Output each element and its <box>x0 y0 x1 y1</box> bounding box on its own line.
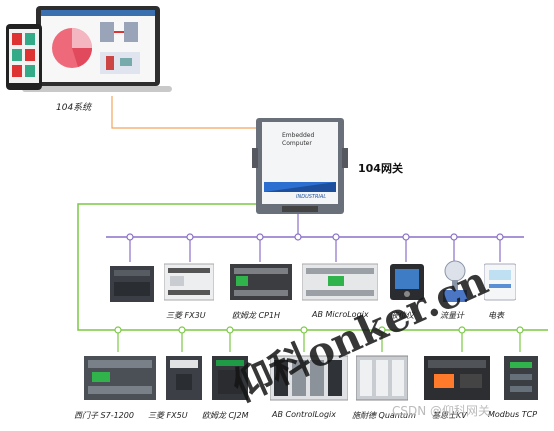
upper-label-micrologix: AB MicroLogix <box>312 310 369 319</box>
lower-label-controllogix: AB ControlLogix <box>272 410 336 419</box>
gateway-text-line1: Embedded <box>282 132 315 139</box>
upper-device-flowmeter <box>440 260 470 304</box>
upper-label-power: 电表 <box>488 311 504 320</box>
lower-label-s7-1200: 西门子 S7-1200 <box>74 411 134 420</box>
upper-device-plc <box>110 262 154 302</box>
lower-label-quantum: 施耐德 Quantum <box>352 411 416 420</box>
lower-device-s7-1200 <box>84 352 156 402</box>
upper-device-micrologix <box>301 262 379 302</box>
upper-label-cp1h: 欧姆龙 CP1H <box>232 311 281 320</box>
upper-label-fx3u: 三菱 FX3U <box>166 311 206 320</box>
upper-device-level-meter <box>390 262 424 302</box>
lower-label-modbus-tcp: Modbus TCP <box>488 410 538 419</box>
gateway-device: Embedded Computer INDUSTRIAL <box>252 118 348 214</box>
gateway-brand: INDUSTRIAL <box>296 194 327 200</box>
lower-device-cj2m <box>212 352 248 402</box>
csdn-credit: CSDN @仰科网关 <box>392 404 491 418</box>
lower-label-fx5u: 三菱 FX5U <box>148 411 188 420</box>
lower-device-modbus-tcp <box>504 352 538 402</box>
lower-label-kv: 基恩士KV <box>432 411 467 420</box>
lower-label-cj2m: 欧姆龙 CJ2M <box>202 411 249 420</box>
laptop-device <box>22 6 172 98</box>
upper-label-flow: 流量计 <box>440 311 464 320</box>
upper-device-fx3u <box>163 262 215 302</box>
lower-device-quantum <box>355 352 409 402</box>
lower-device-kv <box>424 352 490 402</box>
tablet-device <box>6 24 42 90</box>
orange-link <box>111 96 262 129</box>
gateway-text-line2: Computer <box>282 140 312 147</box>
system-label: 104系统 <box>56 103 92 113</box>
upper-label-level: 液位仪 <box>390 311 414 320</box>
lower-device-controllogix <box>269 352 349 402</box>
lower-device-fx5u <box>166 352 202 402</box>
green-bus-top <box>77 203 548 331</box>
gateway-label: 104网关 <box>358 162 403 175</box>
upper-device-cp1h <box>230 262 292 302</box>
